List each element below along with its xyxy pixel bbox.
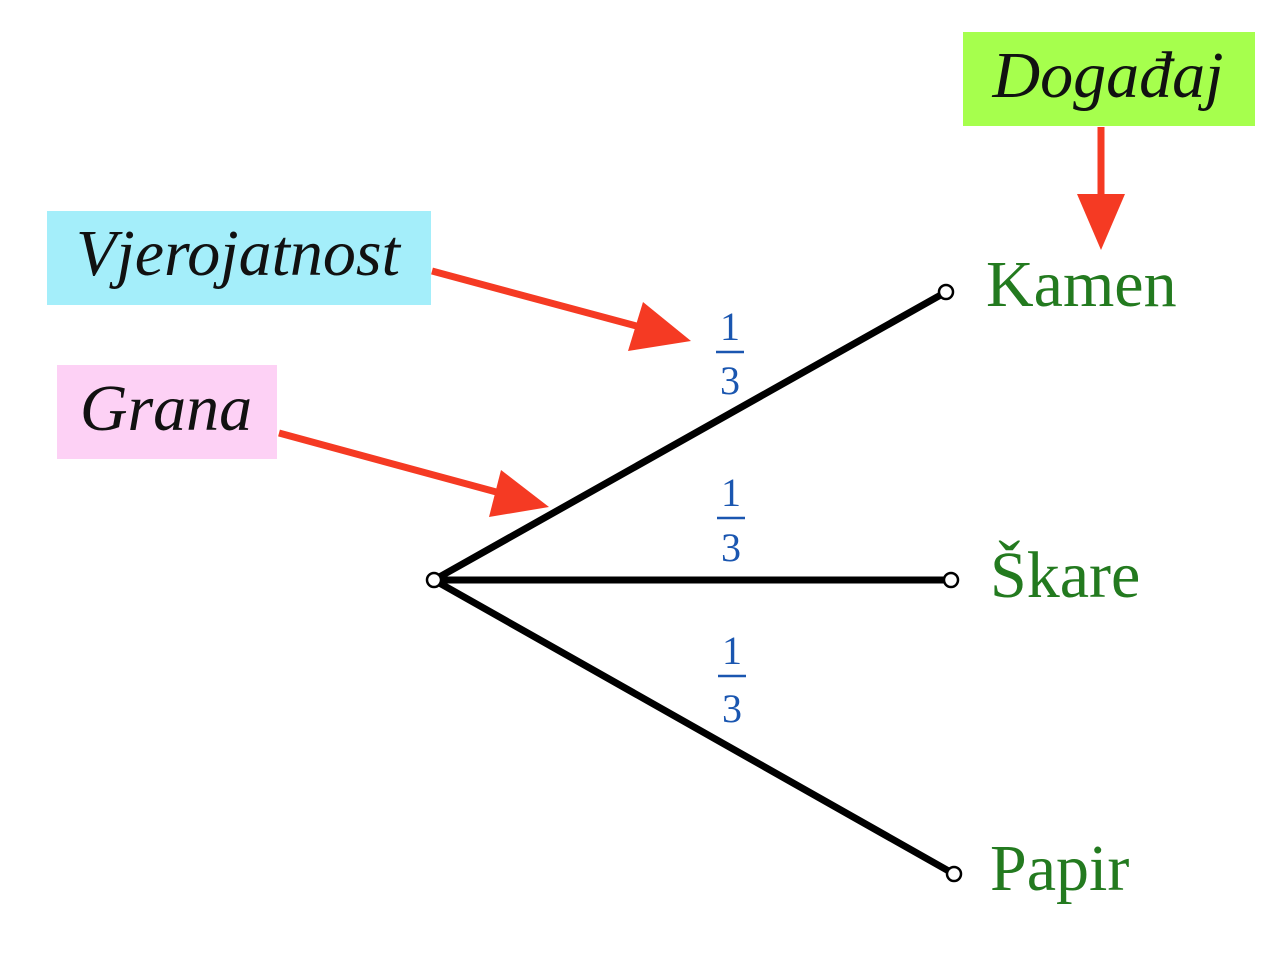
probability-numerator: 1 — [720, 304, 740, 349]
probability-label-kamen: 1 3 — [716, 304, 744, 403]
outcome-label-kamen: Kamen — [986, 248, 1177, 321]
event-pointer-arrow — [1077, 127, 1125, 250]
probability-callout-label: Vjerojatnost — [76, 217, 402, 290]
root-node — [425, 571, 443, 589]
probability-label-skare: 1 3 — [717, 470, 745, 570]
probability-numerator: 1 — [722, 628, 742, 673]
event-callout-label: Događaj — [992, 39, 1224, 112]
branch-line-kamen — [430, 288, 950, 584]
probability-label-papir: 1 3 — [718, 628, 746, 731]
probability-denominator: 3 — [720, 358, 740, 403]
probability-denominator: 3 — [721, 525, 741, 570]
probability-denominator: 3 — [722, 686, 742, 731]
leaf-node-papir — [945, 865, 963, 883]
probability-callout-box — [47, 211, 431, 305]
outcome-label-papir: Papir — [990, 832, 1129, 905]
branch-pointer-arrow — [278, 429, 549, 517]
outcome-label-skare: Škare — [990, 539, 1140, 612]
branch-line-papir — [430, 576, 958, 878]
event-callout-box — [963, 32, 1255, 126]
branch-callout-label: Grana — [80, 372, 252, 445]
leaf-node-skare — [942, 571, 960, 589]
probability-numerator: 1 — [721, 470, 741, 515]
leaf-node-kamen — [937, 283, 955, 301]
probability-pointer-arrow — [431, 267, 691, 351]
branch-callout-box — [57, 365, 277, 459]
